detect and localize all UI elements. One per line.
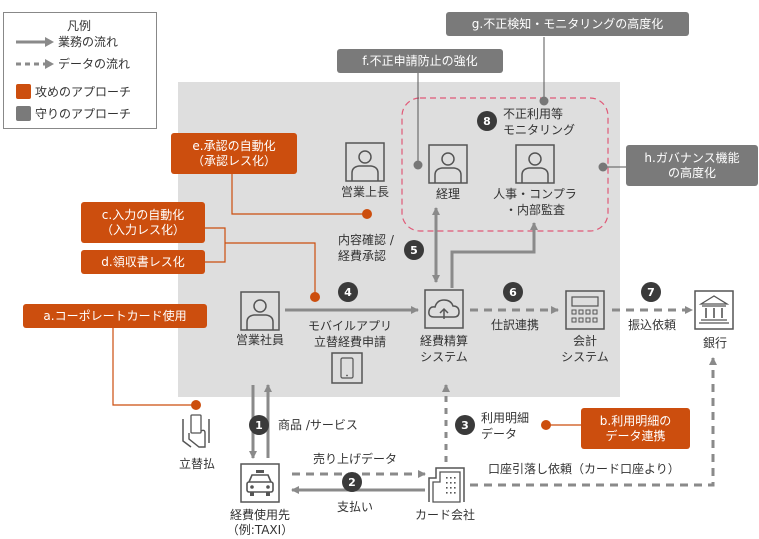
person-icon-sales-manager — [345, 142, 385, 182]
orange-swatch — [16, 84, 31, 99]
approach-h-line2: の高度化 — [667, 165, 716, 180]
step-6-badge: 6 — [503, 282, 523, 302]
legend-business-flow: 業務の流れ — [16, 33, 118, 50]
approach-d-tag: d.領収書レス化 — [81, 250, 205, 274]
legend-offense-label: 攻めのアプローチ — [35, 85, 132, 99]
person-icon-hr — [515, 144, 555, 184]
approach-g-label: g.不正検知・モニタリングの高度化 — [471, 16, 664, 31]
approach-a-label: a.コーポレートカード使用 — [43, 308, 187, 323]
approach-c-tag: c.入力の自動化 （入力レス化） — [81, 202, 205, 243]
legend-title: 凡例 — [59, 17, 100, 34]
legend-offense: 攻めのアプローチ — [16, 83, 131, 100]
connector-dot — [541, 420, 551, 430]
gray-swatch — [16, 106, 31, 121]
approach-h-line1: h.ガバナンス機能 — [644, 150, 740, 165]
step-2-payment-label: 支払い — [336, 500, 373, 514]
approach-g-tag: g.不正検知・モニタリングの高度化 — [446, 12, 689, 36]
approach-b-tag: b.利用明細の データ連携 — [581, 408, 690, 449]
accounting-label: 経理 — [435, 187, 460, 201]
legend-defense: 守りのアプローチ — [16, 105, 131, 122]
bank-label: 銀行 — [702, 336, 727, 350]
approach-b-line1: b.利用明細の — [599, 413, 672, 428]
debit-request-label: 口座引落し依頼（カード口座より） — [488, 462, 680, 476]
expense-system-label-line2: システム — [420, 350, 468, 364]
approach-e-line1: e.承認の自動化 — [192, 138, 276, 153]
legend: 凡例 業務の流れ データの流れ 攻めのアプローチ 守りのアプローチ — [3, 12, 157, 129]
step-8-label-line1: 不正利用等 — [503, 107, 564, 121]
connector-e — [231, 174, 367, 215]
bank-icon — [694, 290, 734, 330]
step-3-badge: 3 — [455, 415, 475, 435]
monitoring-area — [401, 97, 609, 232]
approach-a-tag: a.コーポレートカード使用 — [23, 304, 207, 328]
card-company-label: カード会社 — [414, 508, 475, 522]
step-4-badge: 4 — [338, 282, 358, 302]
approach-h-tag: h.ガバナンス機能 の高度化 — [626, 145, 758, 186]
arrow-debit-request — [470, 357, 717, 487]
hr-label-line1: 人事・コンプラ — [493, 187, 577, 201]
connector-dot — [598, 162, 608, 172]
connector-dot — [191, 400, 201, 410]
step-5-label-line2: 経費承認 — [338, 249, 387, 263]
accounting-system-label-line1: 会計 — [572, 334, 597, 348]
approach-f-tag: f.不正申請防止の強化 — [337, 49, 503, 73]
step-5-badge: 5 — [404, 240, 424, 260]
connector-dot — [362, 209, 372, 219]
vendor-label-line2: （例:TAXI） — [226, 523, 294, 537]
step-1-badge: 1 — [249, 415, 269, 435]
expense-system-label-line1: 経費精算 — [419, 334, 468, 348]
approach-f-label: f.不正申請防止の強化 — [362, 53, 478, 68]
advance-payment-label: 立替払 — [178, 457, 215, 471]
legend-data-flow-label: データの流れ — [58, 57, 131, 71]
step-6-label: 仕訳連携 — [490, 318, 539, 332]
step-4-label-line1: モバイルアプリ — [307, 319, 392, 333]
calculator-icon — [565, 290, 605, 330]
cloud-upload-icon — [424, 289, 464, 329]
person-icon-sales-staff — [240, 291, 280, 331]
step-5-label-line1: 内容確認 / — [338, 233, 394, 247]
approach-c-line2: （入力レス化） — [100, 222, 185, 237]
legend-defense-label: 守りのアプローチ — [35, 107, 132, 121]
approach-d-label: d.領収書レス化 — [101, 254, 185, 269]
building-icon — [428, 467, 465, 503]
dashed-arrow-icon — [16, 58, 54, 69]
approach-b-line2: データ連携 — [605, 428, 666, 443]
arrow-to-hr — [450, 222, 538, 288]
connector-a — [112, 326, 196, 406]
approach-e-line2: （承認レス化） — [191, 153, 276, 168]
step-3-label-line2: データ — [481, 427, 518, 441]
sales-manager-label: 営業上長 — [340, 185, 389, 199]
legend-data-flow: データの流れ — [16, 55, 130, 72]
step-1-label: 商品 /サービス — [278, 418, 358, 432]
connector-cd-main — [225, 242, 316, 297]
connector-dot — [310, 292, 320, 302]
taxi-icon — [240, 463, 280, 503]
approach-e-tag: e.承認の自動化 （承認レス化） — [171, 133, 297, 174]
person-icon-accounting — [428, 144, 468, 184]
step-2-sales-data-label: 売り上げデータ — [312, 452, 397, 466]
step-2-badge: 2 — [342, 472, 362, 492]
hr-label-line2: ・内部監査 — [504, 203, 565, 217]
approach-c-line1: c.入力の自動化 — [101, 207, 185, 222]
solid-arrow-icon — [16, 36, 54, 47]
connector-dot — [539, 96, 549, 106]
connector-cd — [205, 227, 226, 263]
step-8-badge: 8 — [477, 111, 497, 131]
step-3-label-line1: 利用明細 — [481, 411, 530, 425]
step-7-badge: 7 — [641, 282, 661, 302]
connector-dot — [413, 160, 423, 170]
step-7-label: 振込依頼 — [627, 318, 676, 332]
step-4-label-line2: 立替経費申請 — [313, 335, 386, 349]
hand-card-icon — [182, 414, 210, 448]
step-8-label-line2: モニタリング — [503, 123, 576, 137]
sales-staff-label: 営業社員 — [235, 333, 284, 347]
smartphone-icon — [331, 352, 363, 384]
accounting-system-label-line2: システム — [561, 350, 609, 364]
vendor-label-line1: 経費使用先 — [229, 508, 290, 522]
legend-business-flow-label: 業務の流れ — [58, 35, 119, 49]
